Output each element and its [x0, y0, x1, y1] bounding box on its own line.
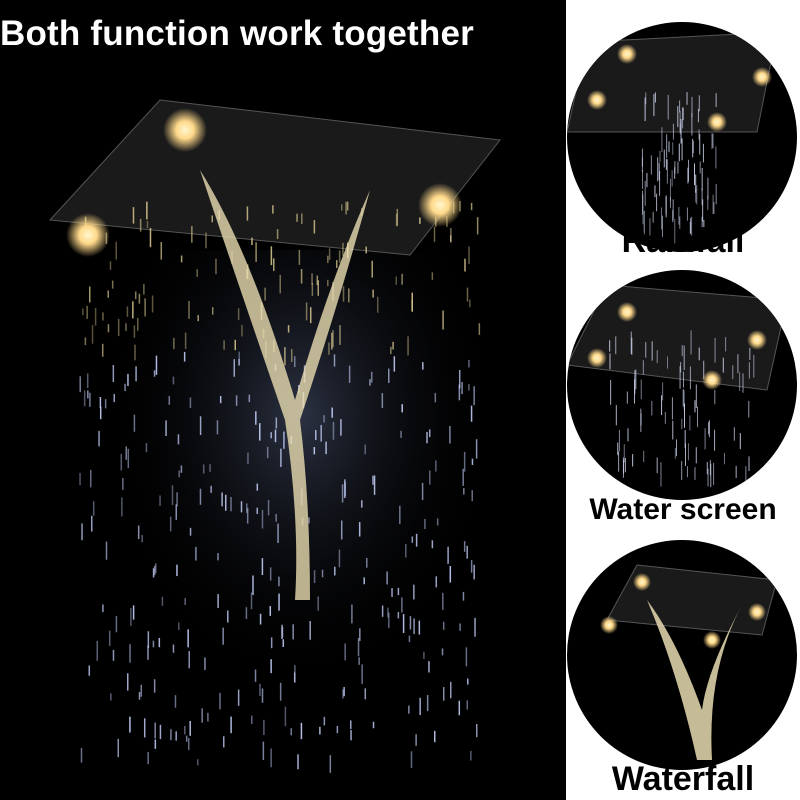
- light-icon: [163, 108, 207, 152]
- waterfall-stream: [200, 170, 370, 600]
- shower-illustration: [48, 99, 501, 800]
- waterfall-label: Waterfall: [611, 760, 755, 798]
- water-screen-photo: [567, 270, 797, 500]
- shower-panel: [48, 99, 501, 256]
- main-product-photo: Both function work together: [0, 0, 566, 800]
- headline: Both function work together: [0, 14, 474, 53]
- rainfall-label: Rainfall: [621, 222, 745, 260]
- light-icon: [418, 183, 462, 227]
- light-icon: [66, 213, 110, 257]
- water-screen-label: Water screen: [589, 493, 777, 526]
- rain-streams: [79, 201, 481, 773]
- waterfall-photo: [567, 540, 797, 770]
- rainfall-photo: [567, 22, 797, 252]
